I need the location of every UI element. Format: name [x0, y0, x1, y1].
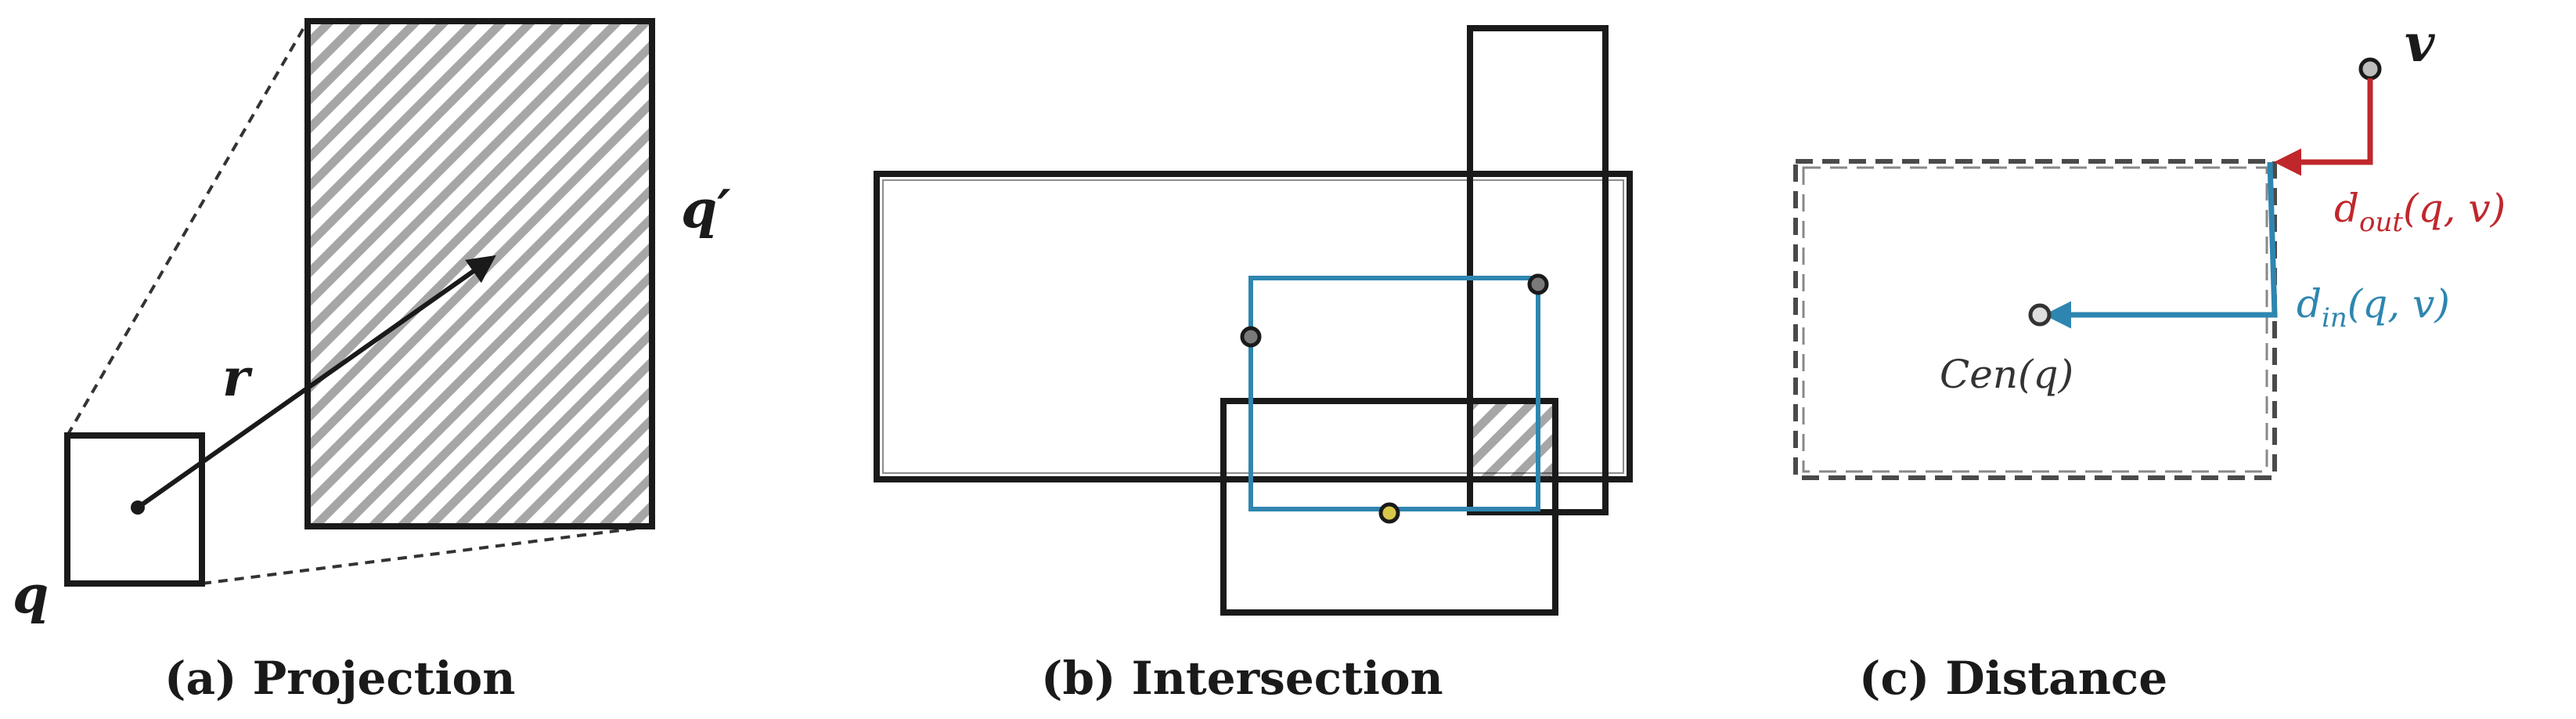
label-q-prime: q′: [681, 179, 731, 240]
relation-arrow: [136, 255, 496, 510]
center-point-wide: [1240, 326, 1262, 348]
intersection-hatch-region: [1470, 401, 1555, 479]
d-out-path: [2274, 78, 2373, 176]
label-q: q: [13, 564, 49, 625]
projected-box: [304, 18, 655, 529]
label-v: v: [2405, 13, 2435, 74]
center-point: [2028, 303, 2052, 327]
query-box-dashed-outer: [1793, 159, 2277, 480]
bottom-box: [1220, 398, 1558, 616]
label-d-out: dout(q, v): [2334, 186, 2506, 238]
caption-projection: (a) Projection: [164, 652, 515, 705]
panel-intersection: (b) Intersection: [874, 25, 1633, 705]
projection-line-top: [66, 20, 309, 437]
center-point-bottom: [1378, 502, 1400, 524]
label-d-in: din(q, v): [2297, 281, 2450, 334]
d-in-path: [2044, 161, 2278, 329]
query-box: [64, 432, 205, 587]
tall-box: [1467, 25, 1609, 515]
panel-distance: v dout(q, v) din(q, v) Cen(q) (c) Distan…: [1793, 13, 2506, 705]
query-box-dashed-inner: [1802, 166, 2268, 473]
caption-intersection: (b) Intersection: [1041, 652, 1443, 705]
caption-distance: (c) Distance: [1859, 652, 2167, 705]
center-point-tall: [1527, 273, 1549, 295]
label-r: r: [222, 347, 253, 408]
label-center: Cen(q): [1940, 352, 2073, 397]
point-v: [2358, 57, 2382, 81]
projection-line-bottom: [201, 525, 653, 585]
panel-projection: r q′ q (a) Projection: [13, 18, 731, 705]
